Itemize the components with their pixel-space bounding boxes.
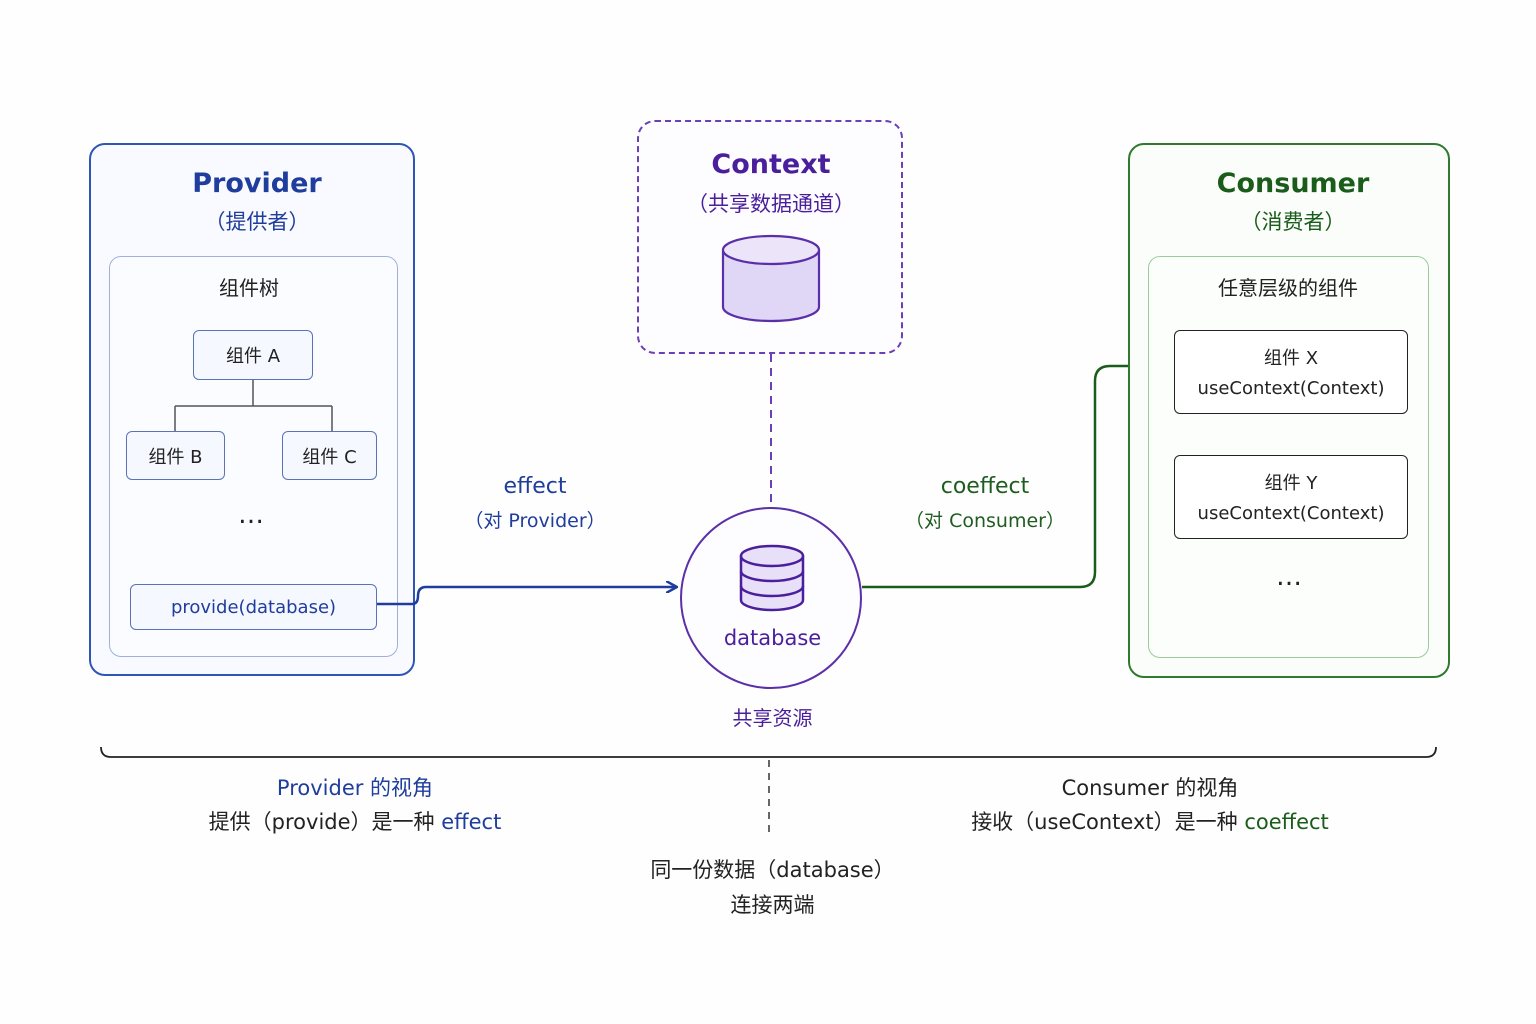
component-x-name: 组件 X — [1263, 348, 1319, 369]
provider-subtitle: （提供者） — [204, 210, 310, 234]
consumer-subtitle: （消费者） — [1240, 210, 1346, 234]
provider-title: Provider — [192, 168, 322, 199]
effect-arrow — [377, 587, 676, 606]
component-x-call: useContext(Context) — [1197, 378, 1385, 399]
consumer-perspective-title: Consumer 的视角 — [1061, 776, 1239, 800]
component-x-node: 组件 X useContext(Context) — [1174, 330, 1408, 414]
effect-sub: （对 Provider） — [464, 510, 606, 532]
database-label: database — [723, 626, 822, 650]
coeffect-label: coeffect — [940, 474, 1030, 499]
tree-connector-lines — [174, 380, 333, 431]
shared-data-line2: 连接两端 — [730, 893, 815, 917]
tree-ellipsis: … — [238, 500, 266, 530]
database-caption: 共享资源 — [732, 706, 813, 730]
coeffect-arrow — [862, 366, 1170, 589]
shared-data-line1: 同一份数据（database） — [650, 858, 895, 882]
component-tree-title: 组件树 — [219, 276, 279, 300]
provider-perspective-prefix: 提供（provide）是一种 — [208, 810, 442, 834]
consumer-perspective-coeffect: coeffect — [1244, 810, 1329, 834]
component-a-node: 组件 A — [193, 330, 313, 380]
component-y-name: 组件 Y — [1264, 473, 1318, 494]
context-subtitle: （共享数据通道） — [687, 192, 855, 216]
component-y-call: useContext(Context) — [1197, 503, 1385, 524]
component-y-node: 组件 Y useContext(Context) — [1174, 455, 1408, 539]
provide-call-box: provide(database) — [130, 584, 377, 630]
provider-perspective-text: 提供（provide）是一种 effect — [150, 806, 560, 836]
component-b-node: 组件 B — [126, 431, 225, 480]
context-cylinder-icon — [721, 234, 821, 323]
component-c-node: 组件 C — [282, 431, 377, 480]
components-ellipsis: … — [1276, 562, 1304, 592]
database-stack-icon — [739, 544, 805, 612]
context-title: Context — [711, 149, 831, 180]
effect-label: effect — [503, 474, 567, 499]
bottom-brace — [100, 746, 1437, 758]
consumer-title: Consumer — [1216, 168, 1370, 199]
consumer-perspective-prefix: 接收（useContext）是一种 — [971, 810, 1245, 834]
coeffect-sub: （对 Consumer） — [905, 510, 1065, 532]
provider-perspective-effect: effect — [441, 810, 502, 834]
any-level-components-title: 任意层级的组件 — [1218, 276, 1358, 300]
provider-perspective-title: Provider 的视角 — [276, 776, 434, 800]
consumer-perspective-text: 接收（useContext）是一种 coeffect — [960, 806, 1340, 836]
